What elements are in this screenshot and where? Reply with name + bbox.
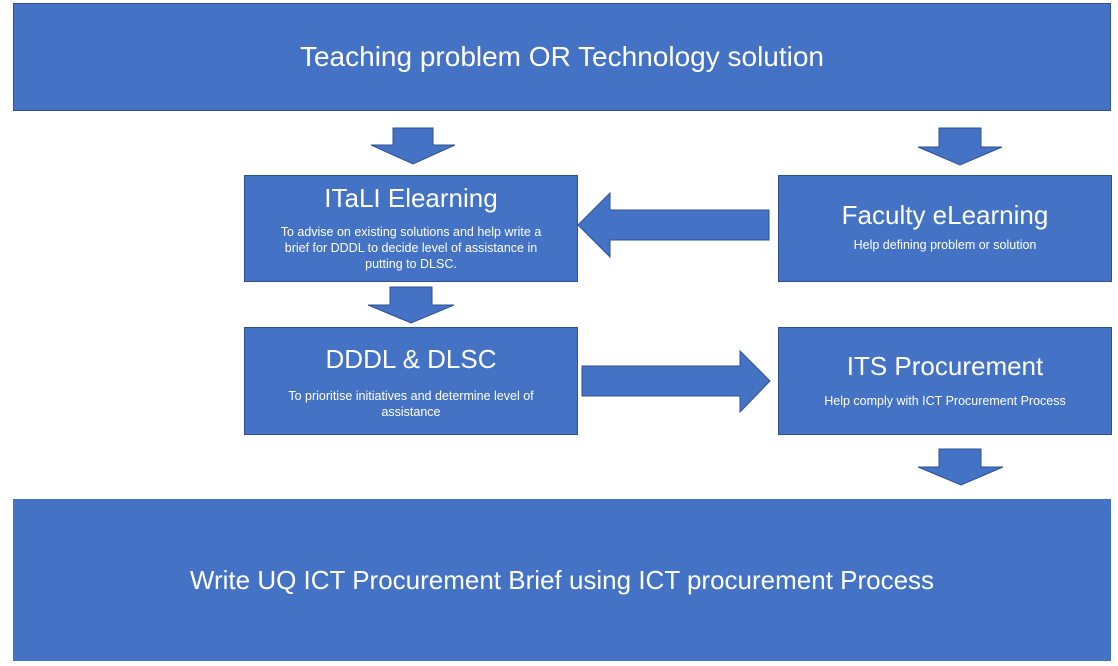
arrow-down-to-itali [370, 127, 456, 165]
top-box-title: Teaching problem OR Technology solution [299, 41, 824, 72]
itali-desc-line: To advise on existing solutions and help… [280, 225, 542, 239]
bottom-box-procurement-brief: Write UQ ICT Procurement Brief using ICT… [13, 499, 1111, 661]
its-procurement-title: ITS Procurement [846, 351, 1044, 381]
itali-elearning-title: ITaLI Elearning [324, 183, 498, 213]
its-procurement-box: ITS Procurement Help comply with ICT Pro… [778, 327, 1112, 435]
arrow-down-to-dddl [367, 286, 455, 324]
faculty-elearning-description: Help defining problem or solution [853, 237, 1037, 252]
top-box-teaching-problem: Teaching problem OR Technology solution [13, 3, 1111, 111]
dddl-dlsc-description: To prioritise initiatives and determine … [288, 388, 533, 420]
faculty-elearning-box: Faculty eLearning Help defining problem … [778, 175, 1112, 282]
itali-elearning-description: To advise on existing solutions and help… [281, 224, 542, 272]
its-procurement-description: Help comply with ICT Procurement Process [824, 394, 1066, 408]
dddl-desc-line: assistance [381, 405, 441, 419]
arrow-left-to-itali [577, 191, 770, 259]
faculty-elearning-title: Faculty eLearning [841, 199, 1049, 230]
dddl-desc-line: To prioritise initiatives and determine … [288, 389, 534, 403]
dddl-dlsc-box: DDDL & DLSC To prioritise initiatives an… [244, 327, 578, 435]
arrow-down-to-faculty [917, 127, 1003, 166]
itali-desc-line: putting to DLSC. [365, 257, 457, 271]
arrow-right-to-its [581, 349, 771, 414]
bottom-box-title: Write UQ ICT Procurement Brief using ICT… [189, 564, 935, 595]
arrow-down-to-bottom [917, 448, 1004, 486]
dddl-dlsc-title: DDDL & DLSC [325, 344, 497, 374]
itali-desc-line: brief for DDDL to decide level of assist… [284, 241, 538, 255]
itali-elearning-box: ITaLI Elearning To advise on existing so… [244, 175, 578, 282]
